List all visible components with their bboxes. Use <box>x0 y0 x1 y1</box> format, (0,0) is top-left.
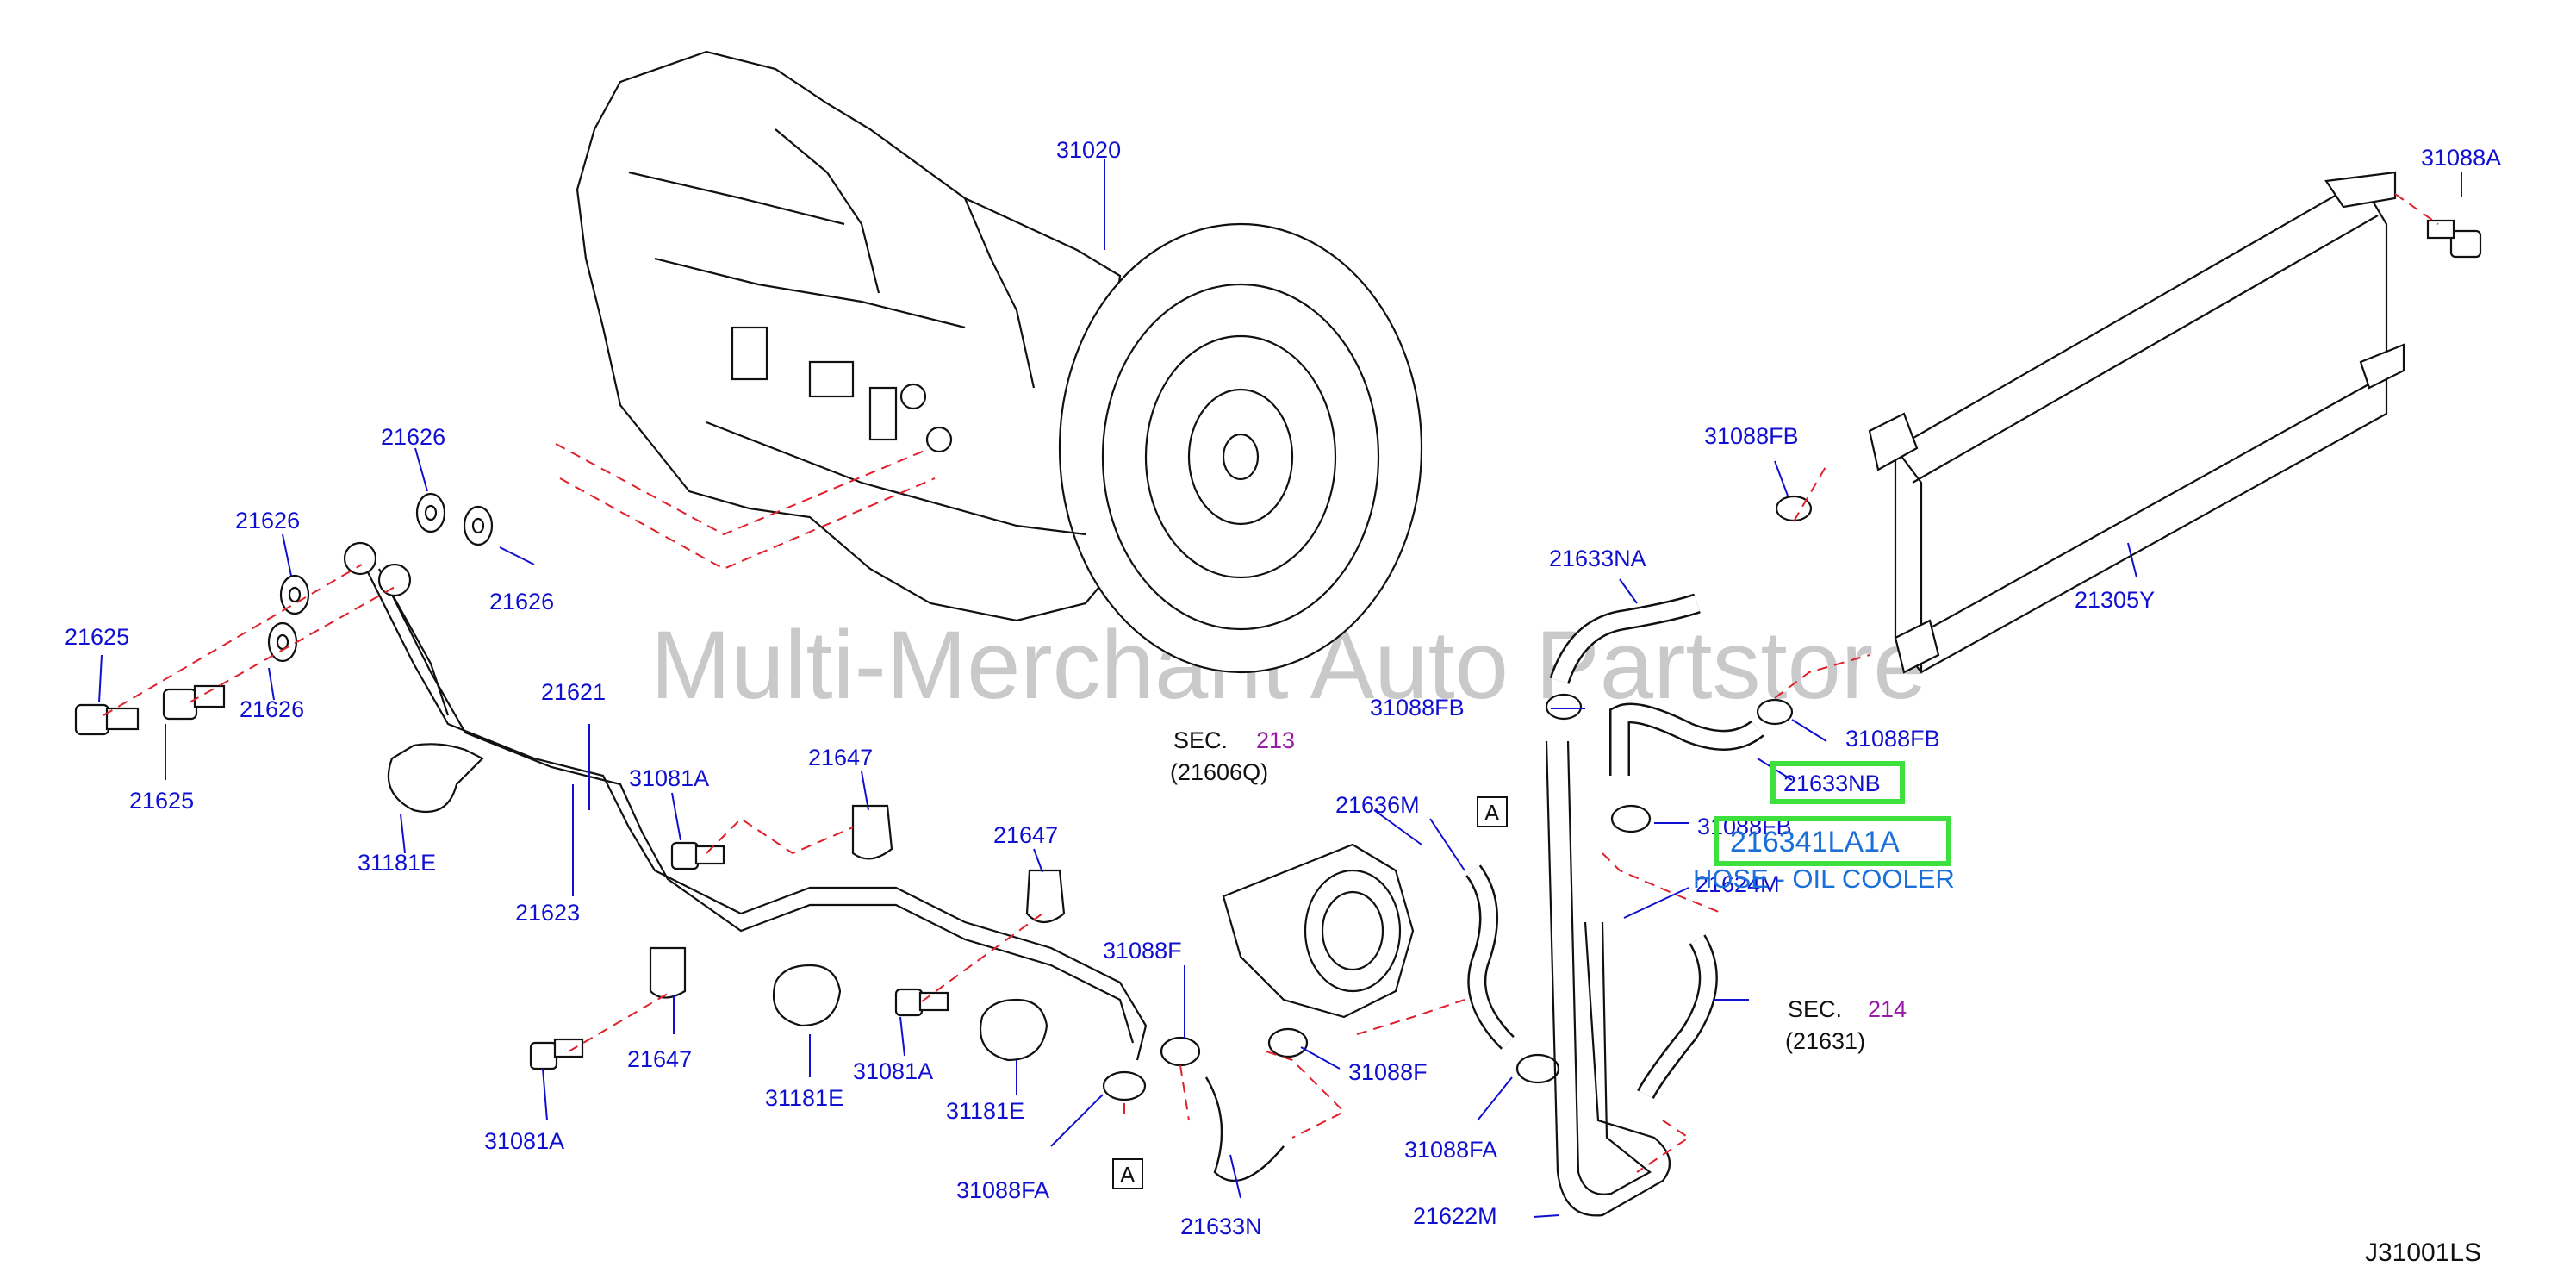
bolt-31088A[interactable] <box>2426 219 2482 259</box>
callout-21633NA: 21633NA <box>1549 546 1646 571</box>
highlight-part-name: HOSE - OIL COOLER <box>1693 864 1955 894</box>
callout-21305Y: 21305Y <box>2075 587 2155 613</box>
callout-31088FA: 31088FA <box>956 1177 1049 1203</box>
clamp-31181E[interactable] <box>772 964 842 1027</box>
hose-21633NB[interactable] <box>1609 702 1764 777</box>
callout-21633N: 21633N <box>1180 1213 1262 1239</box>
callout-21623: 21623 <box>515 900 580 926</box>
callout-31020: 31020 <box>1056 137 1121 163</box>
hose-21633N[interactable] <box>1205 1076 1285 1182</box>
callout-31081A: 31081A <box>484 1128 564 1154</box>
hose-21633NA[interactable] <box>1549 593 1701 685</box>
clamp-31181E[interactable] <box>979 998 1048 1062</box>
callout-21636M: 21636M <box>1335 792 1420 818</box>
callout-21647: 21647 <box>993 822 1058 848</box>
section-prefix: SEC. <box>1788 996 1842 1022</box>
section-sub: (21606Q) <box>1170 759 1268 785</box>
hose-clamp-31088FB[interactable] <box>1610 804 1652 833</box>
callout-31181E: 31181E <box>358 850 436 876</box>
eye-bolt-21625[interactable] <box>74 703 140 736</box>
callout-31181E: 31181E <box>946 1098 1024 1124</box>
callout-31088FA: 31088FA <box>1404 1137 1497 1163</box>
highlight-part-number: 216341LA1A <box>1730 826 1900 858</box>
bolt-31081A[interactable] <box>894 988 949 1017</box>
callout-leaders <box>98 159 2462 1218</box>
bracket-21647[interactable] <box>649 946 687 999</box>
section-sub: (21631) <box>1785 1028 1865 1054</box>
callout-21624M: 21624M <box>1696 871 1780 897</box>
callout-21647: 21647 <box>627 1046 692 1072</box>
callout-31181E: 31181E <box>765 1085 843 1111</box>
ref-marker-a: A <box>1112 1158 1143 1189</box>
callout-21621: 21621 <box>541 679 606 705</box>
hose-clamp-31088FA[interactable] <box>1515 1053 1560 1084</box>
oil-filter-assembly[interactable] <box>1222 843 1415 1019</box>
clamp-31181E[interactable] <box>387 743 484 814</box>
hose-clamp-31088FA[interactable] <box>1102 1070 1147 1101</box>
bolt-31081A[interactable] <box>670 841 725 870</box>
section-ref-214[interactable]: SEC. 214 (21631) <box>1785 996 1907 1054</box>
transmission-31020[interactable] <box>576 50 1423 674</box>
callout-21625: 21625 <box>129 788 194 814</box>
highlight-box-part-number <box>1714 816 1951 866</box>
washer-21626[interactable] <box>415 492 446 533</box>
callout-31088FB: 31088FB <box>1704 423 1799 449</box>
callout-31088FB: 31088FB <box>1370 695 1465 721</box>
section-number: 214 <box>1868 996 1907 1022</box>
callout-21633NB: 21633NB <box>1783 771 1881 796</box>
hose-21624M[interactable] <box>1637 934 1718 1100</box>
diagram-code: J31001LS <box>2365 1238 2481 1267</box>
callout-31088F: 31088F <box>1348 1059 1428 1085</box>
washer-21626[interactable] <box>279 574 310 615</box>
oil-cooler-21305Y[interactable] <box>1868 171 2405 674</box>
section-prefix: SEC. <box>1173 727 1228 753</box>
section-number: 213 <box>1256 727 1295 753</box>
oil-pipe-21621[interactable] <box>361 559 1148 1061</box>
callout-21626: 21626 <box>489 589 554 615</box>
washer-21626[interactable] <box>463 505 494 546</box>
pipe-21622M[interactable] <box>1545 740 1671 1217</box>
bolt-31081A[interactable] <box>529 1038 584 1070</box>
ref-marker-a: A <box>1477 796 1508 827</box>
hose-clamp-31088F[interactable] <box>1160 1036 1201 1067</box>
callout-31088FB: 31088FB <box>1845 726 1940 752</box>
callout-31081A: 31081A <box>853 1058 933 1084</box>
section-ref-213[interactable]: SEC. 213 (21606Q) <box>1170 727 1295 785</box>
highlight-box-21633NB <box>1770 761 1905 804</box>
oil-pipe-21623[interactable] <box>343 541 450 716</box>
eye-bolt-21625[interactable] <box>162 684 226 721</box>
hose-21636M[interactable] <box>1465 864 1515 1050</box>
callout-21626: 21626 <box>235 508 300 533</box>
callout-31088A: 31088A <box>2421 145 2501 171</box>
highlighted-part[interactable]: 216341LA1A HOSE - OIL COOLER <box>1693 816 1955 894</box>
callout-21647: 21647 <box>808 745 873 771</box>
callout-31081A: 31081A <box>629 765 709 791</box>
callout-21625: 21625 <box>65 624 129 650</box>
bracket-21647[interactable] <box>1025 869 1066 924</box>
callout-31088F: 31088F <box>1103 938 1182 964</box>
callout-21626: 21626 <box>381 424 445 450</box>
ref-marker-label: A <box>1120 1162 1136 1188</box>
hose-clamp-31088FB[interactable] <box>1756 698 1794 726</box>
hose-clamp-31088FB[interactable] <box>1545 693 1583 721</box>
callout-21626: 21626 <box>240 696 304 722</box>
ref-marker-label: A <box>1484 800 1500 826</box>
hose-clamp-31088F[interactable] <box>1267 1027 1309 1058</box>
bracket-21647[interactable] <box>851 804 893 860</box>
callout-21622M: 21622M <box>1413 1203 1497 1229</box>
